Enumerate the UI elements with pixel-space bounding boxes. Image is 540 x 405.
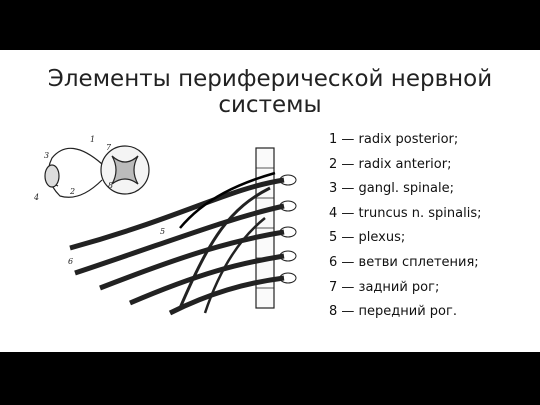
grey-matter [111, 155, 139, 185]
figure-label-2: 2 [69, 187, 75, 196]
figure-label-5: 5 [160, 227, 165, 236]
legend-item: 3 — gangl. spinale; [329, 181, 454, 197]
legend-item: 1 — radix posterior; [329, 132, 459, 147]
figure-label-3: 3 [44, 151, 49, 160]
spinal-ganglion [44, 164, 60, 188]
legend-item: 7 — задний рог; [329, 279, 440, 295]
figure-label-6: 6 [68, 257, 73, 266]
figure-label-4: 4 [33, 193, 39, 202]
legend-item: 4 — truncus n. spinalis; [329, 205, 482, 221]
figure-label-8: 8 [108, 181, 113, 190]
legend-item: 8 — передний рог. [329, 304, 457, 320]
figure-label-1: 1 [90, 135, 95, 144]
slide-title: Элементы периферической нервной системы [47, 66, 493, 118]
legend-item: 6 — ветви сплетения; [329, 254, 479, 270]
legend-item: 2 — radix anterior; [329, 156, 452, 172]
figure-label-7: 7 [106, 143, 112, 152]
legend-item: 5 — plexus; [329, 230, 406, 246]
spinal-nerve-diagram: 1 2 3 4 5 6 7 8 [33, 135, 297, 316]
legend-list: 1 — radix posterior; 2 — radix anterior;… [329, 128, 481, 325]
